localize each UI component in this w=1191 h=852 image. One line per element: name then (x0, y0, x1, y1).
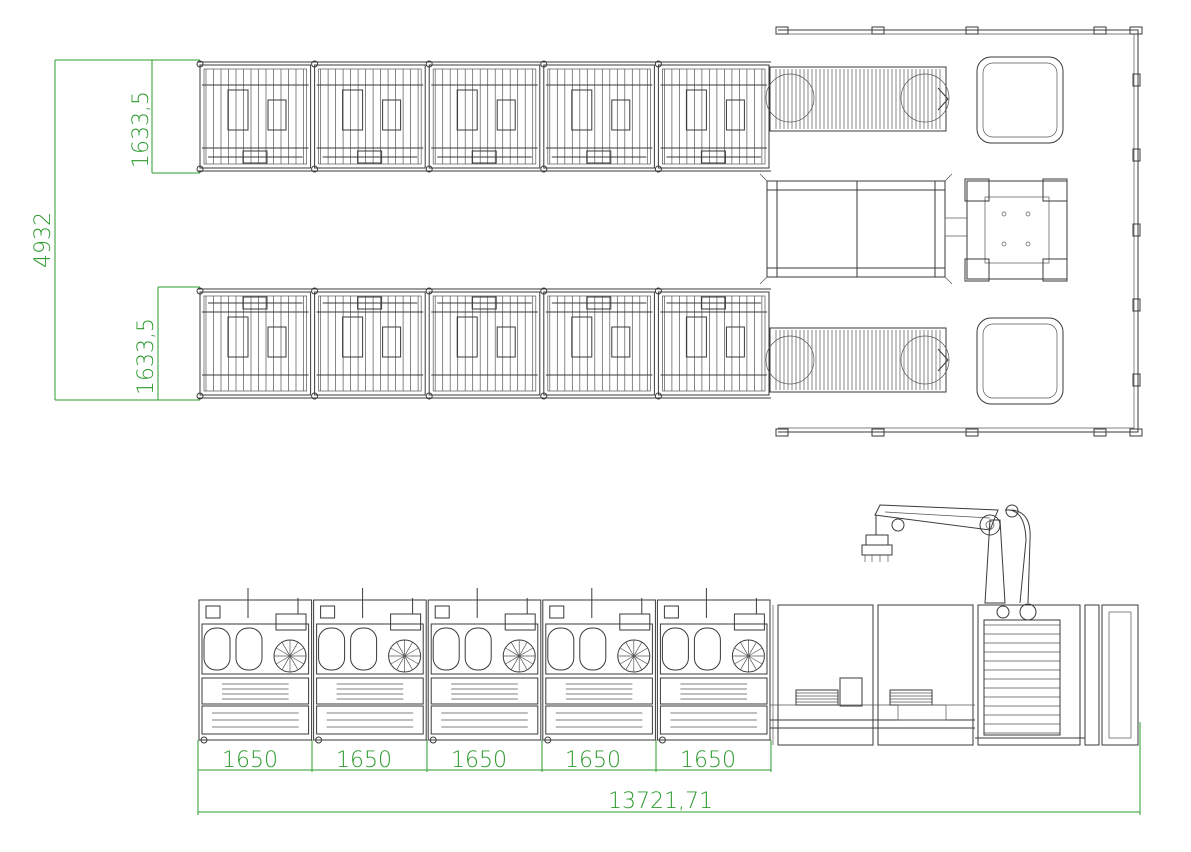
dimension-overall-height: 4932 (31, 59, 200, 401)
plan-safety-fence (775, 26, 1143, 437)
dimension-total-length: 13721,71 (198, 722, 1141, 815)
elevation-module-4 (542, 588, 656, 744)
plan-conveyor-lower (765, 327, 950, 393)
elevation-module-1 (198, 588, 313, 744)
dimension-label-module-3: 1650 (451, 748, 507, 773)
plan-module-upper-2 (311, 60, 426, 173)
dimension-label-lower-row: 1633,5 (134, 318, 159, 395)
plan-pallet-lower (976, 317, 1064, 405)
plan-module-lower-1 (196, 287, 312, 400)
plan-transfer-table (759, 173, 968, 285)
elevation-module-3 (427, 588, 542, 744)
dimension-label-module-1: 1650 (222, 748, 278, 773)
plan-module-upper-3 (425, 60, 541, 173)
plan-view-lower-row (196, 287, 771, 400)
dimension-module-widths: 1650 1650 1650 1650 1650 (197, 740, 772, 815)
dimension-label-total-length: 13721,71 (608, 789, 713, 814)
plan-module-upper-1 (196, 60, 312, 173)
elevation-view-modules (198, 588, 771, 744)
plan-pallet-upper (976, 56, 1064, 144)
dimension-upper-row-width: 1633,5 (129, 60, 200, 174)
elevation-fence (1084, 604, 1139, 746)
dimension-label-upper-row: 1633,5 (129, 91, 154, 168)
plan-module-lower-4 (540, 287, 655, 400)
dimension-lower-row-width: 1633,5 (134, 286, 200, 400)
elevation-module-2 (313, 588, 427, 744)
dimension-label-overall-height: 4932 (31, 212, 56, 268)
elevation-palletizing-robot (861, 504, 1037, 621)
plan-module-upper-5 (654, 60, 770, 173)
elevation-infeed-cell (770, 604, 975, 746)
plan-module-lower-5 (654, 287, 770, 400)
plan-robot-base (964, 178, 1068, 282)
plan-module-upper-4 (540, 60, 655, 173)
plan-conveyor-upper (765, 66, 950, 132)
elevation-module-5 (656, 588, 771, 744)
elevation-pallet-stack (975, 604, 1085, 746)
plan-module-lower-3 (425, 287, 541, 400)
dimension-label-module-5: 1650 (680, 748, 736, 773)
dimension-label-module-4: 1650 (565, 748, 621, 773)
plan-view-upper-row (196, 60, 771, 173)
dimension-label-module-2: 1650 (336, 748, 392, 773)
plan-module-lower-2 (311, 287, 426, 400)
